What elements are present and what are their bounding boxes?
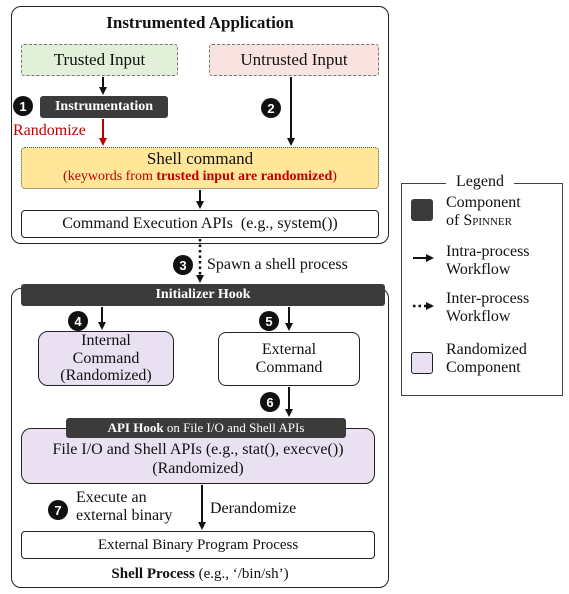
shell-command-box: Shell command (keywords from trusted inp… xyxy=(21,147,379,189)
trusted-input-box: Trusted Input xyxy=(21,44,178,76)
command-execution-apis-box: Command Execution APIs (e.g., system()) xyxy=(21,210,379,238)
instrumented-application-title: Instrumented Application xyxy=(106,13,294,32)
internal-command-line1: Internal xyxy=(81,332,131,350)
legend-title: Legend xyxy=(446,173,514,191)
api-hook-bold: API Hook xyxy=(107,420,164,435)
legend-component-label: Component of Spinner xyxy=(446,194,521,231)
external-command-line2: Command xyxy=(255,359,323,376)
external-binary-label: External Binary Program Process xyxy=(97,536,299,553)
external-command-line1: External xyxy=(261,340,317,358)
file-io-apis-line2: (Randomized) xyxy=(152,460,244,477)
legend-component-prefix: of xyxy=(446,212,464,230)
legend-randomized-label: Randomized Component xyxy=(446,341,527,378)
shell-command-note-prefix: (keywords from xyxy=(63,168,157,184)
api-hook-bar: API Hook on File I/O and Shell APIs xyxy=(66,418,346,438)
shell-process-rest: (e.g., ‘/bin/sh’) xyxy=(194,566,289,582)
shell-process-bold: Shell Process xyxy=(111,566,195,582)
untrusted-input-box: Untrusted Input xyxy=(209,44,379,76)
internal-command-box: Internal Command (Randomized) xyxy=(38,331,174,386)
step-badge-4: 4 xyxy=(68,311,88,331)
legend-component-name: Spinner xyxy=(463,212,512,230)
legend-intra-label: Intra-process Workflow xyxy=(446,243,530,280)
internal-command-line3: (Randomized) xyxy=(60,367,152,385)
legend-component-swatch xyxy=(411,199,433,221)
execute-binary-line1: Execute an xyxy=(76,489,147,506)
step-badge-2: 2 xyxy=(261,98,281,118)
derandomize-label: Derandomize xyxy=(210,500,297,517)
external-binary-box: External Binary Program Process xyxy=(21,531,375,559)
spawn-shell-label: Spawn a shell process xyxy=(207,256,348,273)
execute-binary-label: Execute an external binary xyxy=(76,489,172,526)
internal-command-line2: Command xyxy=(72,349,140,367)
shell-command-note-suffix: ) xyxy=(332,168,337,184)
api-hook-rest: on File I/O and Shell APIs xyxy=(163,420,305,435)
execute-binary-line2: external binary xyxy=(76,507,173,525)
legend-inter-line2: Workflow xyxy=(446,308,511,326)
randomize-label: Randomize xyxy=(13,122,86,139)
step-badge-5: 5 xyxy=(259,311,279,331)
instrumentation-component: Instrumentation xyxy=(40,96,168,118)
step-badge-3: 3 xyxy=(173,255,193,275)
shell-command-note: (keywords from trusted input are randomi… xyxy=(63,169,337,186)
legend-randomized-line1: Randomized xyxy=(446,341,527,358)
legend-randomized-line2: Component xyxy=(446,359,521,377)
initializer-hook-label: Initializer Hook xyxy=(155,287,251,302)
instrumentation-label: Instrumentation xyxy=(54,99,153,114)
shell-command-title: Shell command xyxy=(146,149,254,169)
initializer-hook-bar: Initializer Hook xyxy=(21,284,385,306)
legend-inter-line1: Inter-process xyxy=(446,290,530,307)
legend-randomized-swatch xyxy=(411,352,433,374)
file-io-apis-line1: File I/O and Shell APIs (e.g., stat(), e… xyxy=(52,440,344,458)
shell-process-title: Shell Process (e.g., ‘/bin/sh’) xyxy=(11,566,389,583)
legend-component-line1: Component xyxy=(446,194,521,211)
step-badge-1: 1 xyxy=(13,96,33,116)
legend-intra-line1: Intra-process xyxy=(446,243,530,260)
step-badge-6: 6 xyxy=(260,392,280,412)
command-execution-apis-label: Command Execution APIs (e.g., system()) xyxy=(62,215,338,232)
trusted-input-label: Trusted Input xyxy=(53,50,146,69)
step-badge-7: 7 xyxy=(48,500,68,520)
untrusted-input-label: Untrusted Input xyxy=(240,50,348,69)
legend-inter-label: Inter-process Workflow xyxy=(446,290,529,327)
external-command-box: External Command xyxy=(218,332,360,386)
legend-component-line2: of Spinner xyxy=(446,212,521,230)
shell-command-note-bold: trusted input are randomized xyxy=(156,168,333,184)
legend-intra-line2: Workflow xyxy=(446,261,511,279)
